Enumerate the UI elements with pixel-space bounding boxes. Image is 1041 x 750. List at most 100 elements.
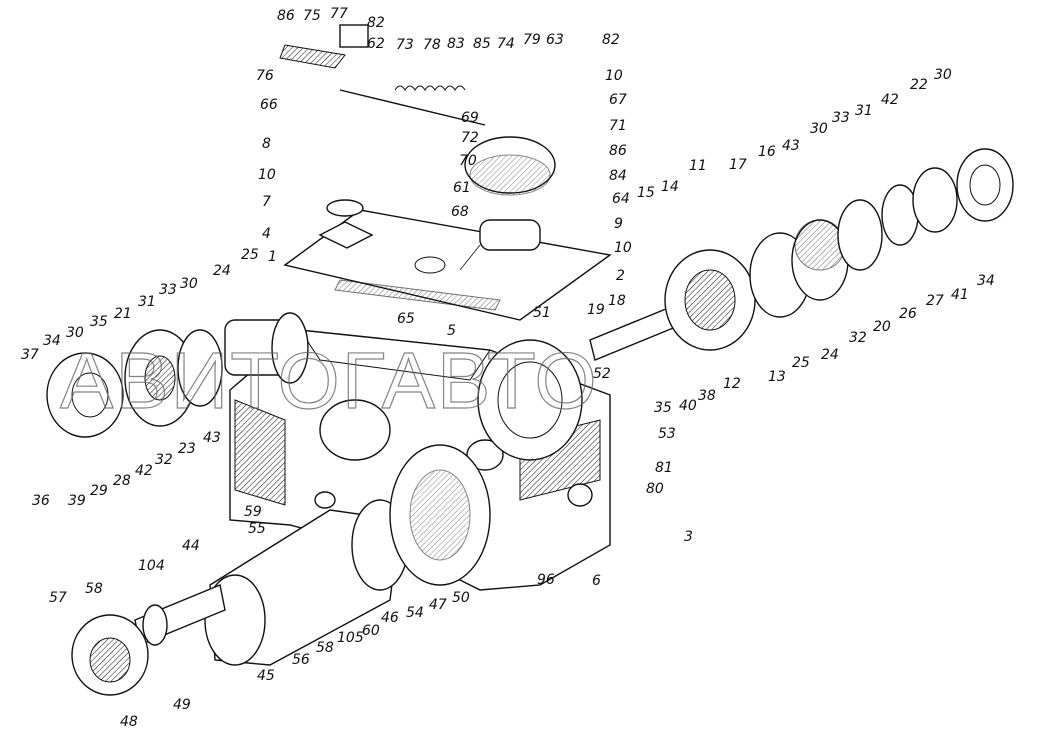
part-label: 46 xyxy=(381,610,399,626)
part-label: 2 xyxy=(616,268,625,284)
part-label: 86 xyxy=(609,143,627,159)
part-label: 29 xyxy=(90,483,108,499)
part-label: 3 xyxy=(684,529,693,545)
part-label: 23 xyxy=(178,441,196,457)
part-label: 14 xyxy=(661,179,679,195)
part-label: 32 xyxy=(155,452,173,468)
part-label: 10 xyxy=(258,167,276,183)
part-label: 51 xyxy=(533,305,551,321)
part-label: 49 xyxy=(173,697,191,713)
part-label: 24 xyxy=(821,347,839,363)
part-label: 8 xyxy=(262,136,271,152)
part-labels: 86 75 77 82 62 73 78 83 85 74 79 63 82 1… xyxy=(21,6,995,730)
part-label: 28 xyxy=(113,473,131,489)
part-label: 62 xyxy=(367,36,385,52)
part-label: 60 xyxy=(362,623,380,639)
part-label: 10 xyxy=(614,240,632,256)
part-label: 83 xyxy=(447,36,465,52)
part-label: 55 xyxy=(248,521,266,537)
part-label: 17 xyxy=(729,157,747,173)
part-label: 30 xyxy=(66,325,84,341)
part-label: 80 xyxy=(646,481,664,497)
part-label: 25 xyxy=(792,355,810,371)
part-label: 54 xyxy=(406,605,424,621)
part-label: 48 xyxy=(120,714,138,730)
part-label: 96 xyxy=(537,572,555,588)
part-label: 30 xyxy=(934,67,952,83)
part-label: 40 xyxy=(679,398,697,414)
part-label: 32 xyxy=(849,330,867,346)
part-label: 12 xyxy=(723,376,741,392)
part-label: 39 xyxy=(68,493,86,509)
part-label: 43 xyxy=(782,138,800,154)
part-label: 45 xyxy=(257,668,275,684)
part-label: 6 xyxy=(592,573,601,589)
part-label: 63 xyxy=(546,32,564,48)
part-label: 85 xyxy=(473,36,491,52)
part-label: 38 xyxy=(698,388,716,404)
part-label: 35 xyxy=(90,314,108,330)
part-label: 44 xyxy=(182,538,200,554)
part-label: 16 xyxy=(758,144,776,160)
part-label: 18 xyxy=(608,293,626,309)
part-label: 21 xyxy=(114,306,132,322)
part-label: 68 xyxy=(451,204,469,220)
part-label: 57 xyxy=(49,590,67,606)
part-label: 66 xyxy=(260,97,278,113)
part-label: 105 xyxy=(337,630,364,646)
part-label: 52 xyxy=(593,366,611,382)
part-label: 65 xyxy=(397,311,415,327)
part-label: 1 xyxy=(268,249,277,265)
final-drive-assembly xyxy=(71,444,491,696)
part-label: 20 xyxy=(873,319,891,335)
part-label: 37 xyxy=(21,347,39,363)
part-label: 82 xyxy=(367,15,385,31)
part-label: 7 xyxy=(262,194,271,210)
part-label: 31 xyxy=(138,294,156,310)
part-label: 27 xyxy=(926,293,944,309)
part-label: 58 xyxy=(316,640,334,656)
part-label: 10 xyxy=(605,68,623,84)
part-label: 43 xyxy=(203,430,221,446)
part-label: 41 xyxy=(951,287,969,303)
cover-plate xyxy=(283,199,612,321)
part-label: 59 xyxy=(244,504,262,520)
part-label: 58 xyxy=(85,581,103,597)
part-label: 53 xyxy=(658,426,676,442)
part-label: 71 xyxy=(609,118,627,134)
part-label: 19 xyxy=(587,302,605,318)
part-label: 33 xyxy=(159,282,177,298)
part-label: 5 xyxy=(447,323,456,339)
part-label: 13 xyxy=(768,369,786,385)
part-label: 104 xyxy=(138,558,165,574)
part-label: 75 xyxy=(303,8,321,24)
part-label: 50 xyxy=(452,590,470,606)
part-label: 15 xyxy=(637,185,655,201)
part-label: 84 xyxy=(609,168,627,184)
part-label: 76 xyxy=(256,68,274,84)
part-label: 72 xyxy=(461,130,479,146)
part-label: 74 xyxy=(497,36,515,52)
part-label: 24 xyxy=(213,263,231,279)
part-label: 31 xyxy=(855,103,873,119)
part-label: 36 xyxy=(32,493,50,509)
part-label: 64 xyxy=(612,191,630,207)
part-label: 30 xyxy=(810,121,828,137)
part-label: 25 xyxy=(241,247,259,263)
part-label: 73 xyxy=(396,37,414,53)
part-label: 9 xyxy=(614,216,623,232)
part-label: 33 xyxy=(832,110,850,126)
part-label: 86 xyxy=(277,8,295,24)
part-label: 42 xyxy=(881,92,899,108)
part-label: 61 xyxy=(453,180,471,196)
part-label: 78 xyxy=(423,37,441,53)
watermark: АВИТОГАВТО xyxy=(60,336,599,425)
part-label: 11 xyxy=(689,158,707,174)
part-label: 42 xyxy=(135,463,153,479)
part-label: 4 xyxy=(262,226,271,242)
part-label: 70 xyxy=(459,153,477,169)
right-shaft-assembly xyxy=(477,148,1014,461)
part-label: 26 xyxy=(899,306,917,322)
left-shaft-assembly xyxy=(46,312,309,438)
